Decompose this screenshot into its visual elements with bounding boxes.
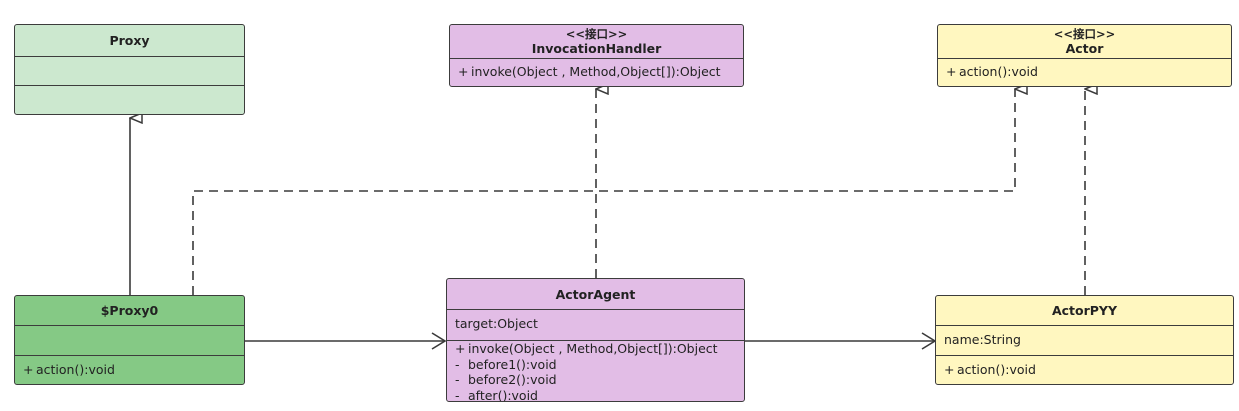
- method-signature: after():void: [468, 387, 538, 402]
- methods-section: [15, 86, 244, 114]
- visibility-marker: -: [455, 356, 460, 372]
- visibility-marker: +: [23, 362, 34, 377]
- method-signature: invoke(Object , Method,Object[]):Object: [468, 341, 718, 356]
- visibility-marker: +: [458, 64, 469, 79]
- class-actorpyy[interactable]: ActorPYY name:String +action():void: [935, 295, 1234, 385]
- class-proxy[interactable]: Proxy: [14, 24, 245, 115]
- class-header: <<接口>> Actor: [938, 25, 1231, 59]
- class-proxy0[interactable]: $Proxy0 +action():void: [14, 295, 245, 385]
- method-row: +invoke(Object , Method,Object[]):Object: [455, 341, 736, 357]
- attribute-row: name:String: [944, 332, 1021, 347]
- method-row: +action():void: [23, 362, 236, 378]
- methods-section: +action():void: [936, 356, 1233, 382]
- class-name: Proxy: [109, 33, 150, 48]
- methods-section: +action():void: [938, 59, 1231, 84]
- method-row: +invoke(Object , Method,Object[]):Object: [458, 64, 735, 80]
- class-actor[interactable]: <<接口>> Actor +action():void: [937, 24, 1232, 87]
- method-signature: invoke(Object , Method,Object[]):Object: [471, 64, 721, 79]
- class-name: ActorPYY: [1051, 303, 1118, 318]
- class-name: $Proxy0: [100, 303, 159, 318]
- class-name: Actor: [1065, 41, 1104, 56]
- class-name: InvocationHandler: [531, 41, 662, 56]
- method-row: -before2():void: [455, 372, 736, 388]
- attributes-section: [15, 57, 244, 86]
- visibility-marker: +: [946, 64, 957, 79]
- attributes-section: target:Object: [447, 310, 744, 341]
- edge-proxy0-to-actor: [192, 89, 1015, 295]
- methods-section: +action():void: [15, 356, 244, 382]
- visibility-marker: +: [455, 341, 466, 356]
- methods-section: +invoke(Object , Method,Object[]):Object: [450, 59, 743, 84]
- class-name: ActorAgent: [555, 286, 636, 302]
- method-signature: before1():void: [468, 356, 557, 372]
- class-invocationhandler[interactable]: <<接口>> InvocationHandler +invoke(Object …: [449, 24, 744, 87]
- stereotype-label: <<接口>>: [565, 27, 628, 41]
- method-row: -before1():void: [455, 357, 736, 373]
- attributes-section: [15, 326, 244, 356]
- method-signature: action():void: [957, 362, 1036, 377]
- method-signature: action():void: [36, 362, 115, 377]
- method-signature: before2():void: [468, 372, 557, 387]
- method-row: +action():void: [946, 64, 1223, 80]
- attribute-row: target:Object: [455, 316, 538, 331]
- attributes-section: name:String: [936, 326, 1233, 356]
- arrowhead-actoragent: [431, 332, 447, 350]
- class-header: Proxy: [15, 25, 244, 57]
- method-row: -after():void: [455, 387, 736, 402]
- method-signature: action():void: [959, 64, 1038, 79]
- class-header: $Proxy0: [15, 296, 244, 326]
- stereotype-label: <<接口>>: [1053, 27, 1116, 41]
- visibility-marker: -: [455, 387, 460, 402]
- visibility-marker: +: [944, 362, 955, 377]
- class-actoragent[interactable]: ActorAgent target:Object +invoke(Object …: [446, 278, 745, 402]
- class-header: ActorPYY: [936, 296, 1233, 326]
- class-header: <<接口>> InvocationHandler: [450, 25, 743, 59]
- visibility-marker: -: [455, 372, 460, 387]
- methods-section: +invoke(Object , Method,Object[]):Object…: [447, 341, 744, 402]
- class-header: ActorAgent: [447, 279, 744, 310]
- method-row: +action():void: [944, 362, 1225, 378]
